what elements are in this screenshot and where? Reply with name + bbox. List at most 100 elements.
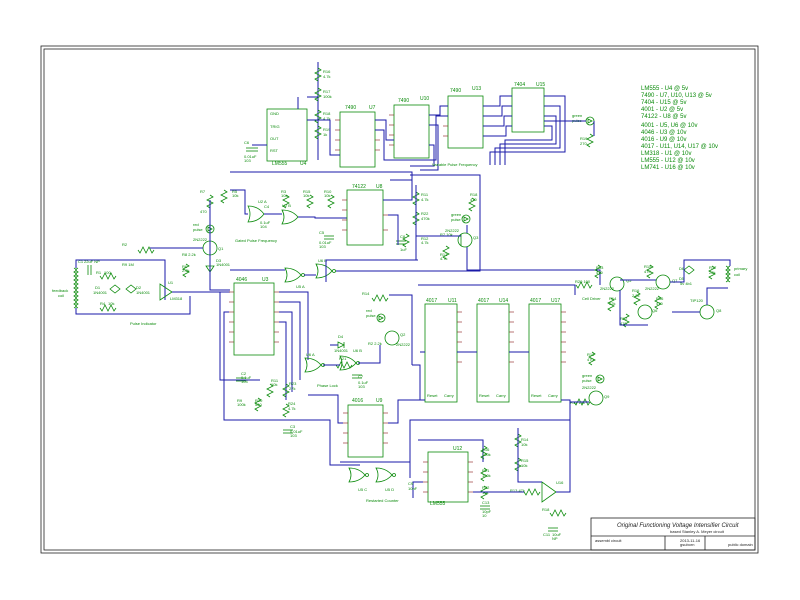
svg-text:22k: 22k: [709, 270, 715, 275]
svg-text:U10: U10: [420, 96, 429, 102]
svg-text:10k: 10k: [324, 193, 330, 198]
svg-text:D6: D6: [679, 266, 685, 271]
svg-text:U5 D: U5 D: [385, 487, 394, 492]
svg-text:2N2222: 2N2222: [645, 286, 660, 291]
svg-text:2N2222: 2N2222: [600, 286, 615, 291]
u13-counter: 7490 U13: [443, 86, 484, 149]
svg-text:U11: U11: [448, 298, 457, 304]
u2-gates: U2 A U2 B C4 0.1uF 104: [230, 189, 347, 229]
svg-text:D5: D5: [679, 276, 685, 281]
svg-text:R12: R12: [620, 316, 628, 321]
svg-text:7404 - U15 @ 5v: 7404 - U15 @ 5v: [641, 100, 686, 106]
svg-text:4.7k: 4.7k: [288, 406, 296, 411]
svg-text:103: 103: [244, 158, 251, 163]
svg-text:C13: C13: [482, 500, 490, 505]
svg-text:R19: R19: [323, 127, 331, 132]
svg-text:Carry: Carry: [548, 393, 558, 398]
svg-text:4017: 4017: [530, 298, 541, 304]
svg-text:4016: 4016: [352, 398, 363, 404]
u4-resistor-ladder: R16 4.7k R17 100k R18 4.7k R19 1k C6 0.0…: [244, 62, 332, 163]
svg-text:D2: D2: [136, 285, 142, 290]
u5-bottom-gates: U5 C U5 D: [340, 461, 411, 492]
green-pulse-led-top: green pulse R19 270: [544, 113, 595, 148]
svg-text:feedback: feedback: [52, 288, 68, 293]
svg-text:R15: R15: [521, 458, 529, 463]
svg-text:GND: GND: [270, 111, 279, 116]
svg-text:470: 470: [587, 357, 594, 362]
svg-text:0.1uF: 0.1uF: [241, 375, 252, 380]
svg-text:R9 1M: R9 1M: [122, 262, 134, 267]
svg-text:U8: U8: [376, 184, 383, 190]
svg-text:C6: C6: [244, 140, 250, 145]
svg-text:OUT: OUT: [270, 136, 279, 141]
svg-text:U5 A: U5 A: [296, 284, 305, 289]
svg-text:1N4001: 1N4001: [334, 348, 349, 353]
svg-text:R11: R11: [271, 378, 279, 383]
svg-text:100k: 100k: [323, 94, 332, 99]
svg-text:D4: D4: [338, 334, 344, 339]
svg-text:2N2222: 2N2222: [193, 237, 208, 242]
svg-text:R4: R4: [100, 301, 106, 306]
svg-text:LM555: LM555: [430, 501, 446, 507]
svg-text:470: 470: [596, 270, 603, 275]
svg-text:RST: RST: [270, 148, 279, 153]
assembly-label: assembl circuit: [595, 538, 622, 543]
svg-text:470: 470: [644, 269, 651, 274]
title-text: Original Functioning Voltage Intensifier…: [617, 523, 739, 529]
svg-text:red: red: [193, 222, 199, 227]
svg-text:R18: R18: [470, 192, 478, 197]
svg-text:R16: R16: [482, 447, 490, 452]
label-cell-driver: Cell Driver: [582, 296, 601, 301]
svg-text:7490: 7490: [450, 88, 461, 94]
u7-counter: 7490 U7: [335, 105, 380, 168]
svg-text:green: green: [451, 212, 461, 217]
svg-text:C5: C5: [319, 230, 325, 235]
svg-text:LM741 - U16 @ 10v: LM741 - U16 @ 10v: [641, 165, 695, 171]
svg-text:R10: R10: [255, 398, 263, 403]
svg-text:10k: 10k: [281, 193, 287, 198]
svg-text:TIP120: TIP120: [690, 298, 704, 303]
svg-text:C3: C3: [290, 424, 296, 429]
svg-text:R21: R21: [482, 468, 490, 473]
svg-text:C9: C9: [408, 481, 414, 486]
svg-text:4.7k: 4.7k: [421, 197, 429, 202]
svg-text:NP: NP: [552, 536, 558, 541]
svg-text:Carry: Carry: [444, 393, 454, 398]
svg-text:LM318: LM318: [170, 296, 183, 301]
svg-text:470: 470: [620, 321, 627, 326]
svg-text:10k: 10k: [232, 193, 238, 198]
svg-text:2N2222: 2N2222: [445, 228, 460, 233]
u4-timer: GND TRIG OUT RST LM555 U4: [266, 108, 308, 167]
svg-text:10nF: 10nF: [408, 486, 418, 491]
svg-text:4046: 4046: [236, 277, 247, 283]
svg-text:R24: R24: [288, 401, 296, 406]
svg-text:C1: C1: [78, 259, 84, 264]
svg-text:10k: 10k: [303, 193, 309, 198]
svg-text:Reset: Reset: [479, 393, 490, 398]
svg-text:Q6: Q6: [652, 308, 658, 313]
svg-text:R14: R14: [362, 291, 370, 296]
label-phase-lock: Phase Lock: [317, 383, 338, 388]
svg-text:R17: R17: [709, 265, 717, 270]
svg-text:100: 100: [104, 270, 111, 275]
svg-text:U13: U13: [472, 86, 481, 92]
svg-text:C7: C7: [358, 374, 364, 379]
label-variable-freq: Variable Pulse Frequency: [432, 162, 478, 167]
svg-text:R19: R19: [580, 136, 588, 141]
svg-text:Carry: Carry: [496, 393, 506, 398]
svg-text:R10: R10: [324, 189, 332, 194]
svg-text:R15: R15: [644, 264, 652, 269]
svg-text:U1: U1: [168, 280, 174, 285]
svg-text:74122: 74122: [352, 184, 366, 190]
svg-text:R8 2.2k: R8 2.2k: [182, 252, 196, 257]
svg-text:470: 470: [470, 197, 477, 202]
